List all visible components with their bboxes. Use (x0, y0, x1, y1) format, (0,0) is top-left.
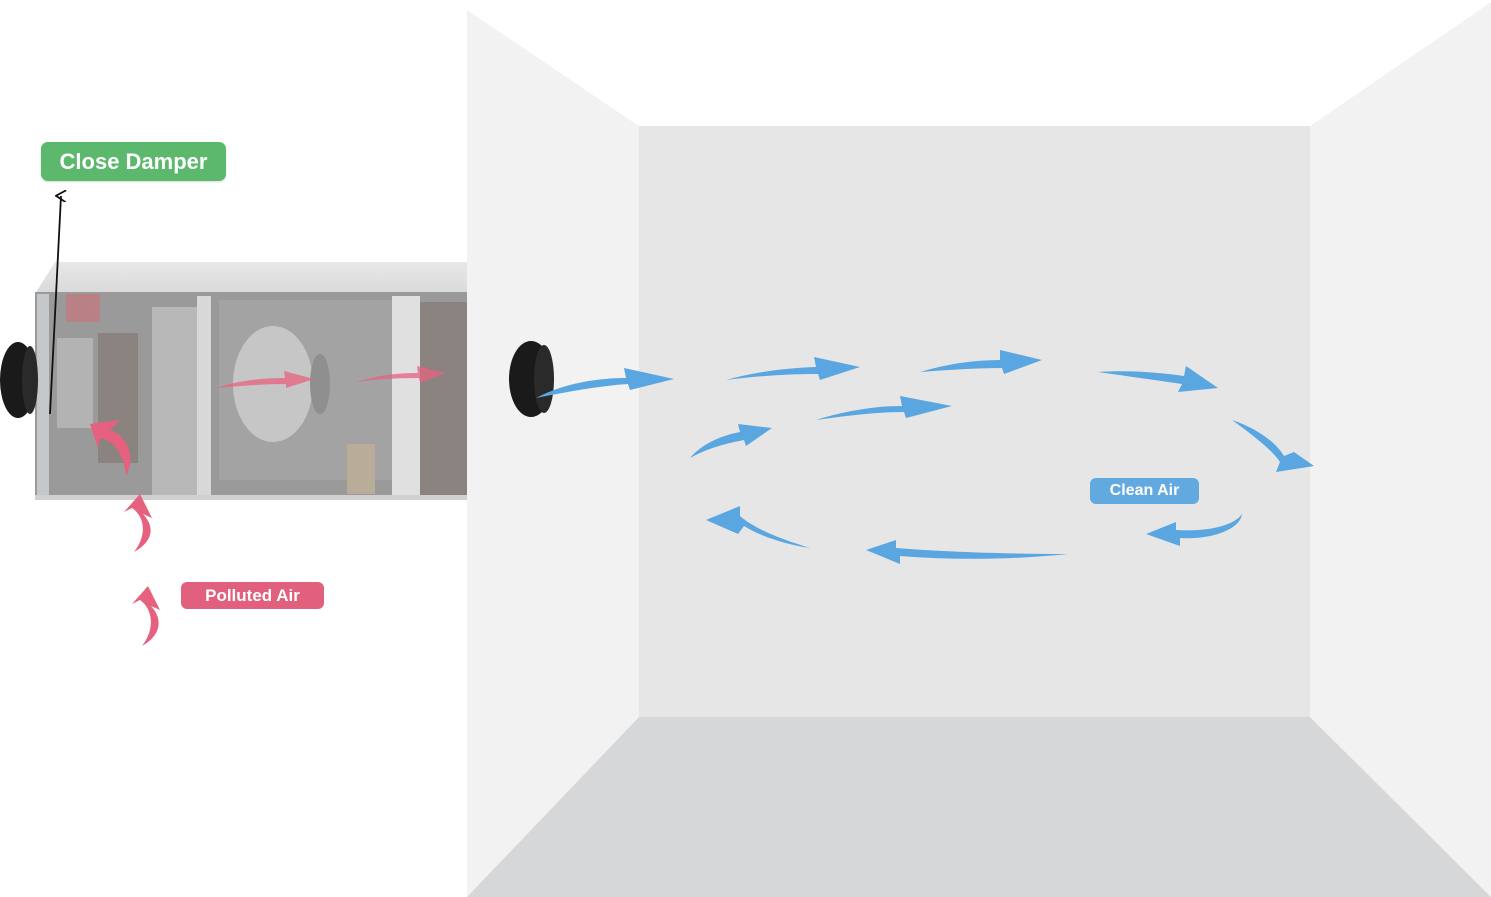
unit-top-face (35, 262, 467, 294)
room (467, 2, 1491, 897)
damper-actuator (66, 294, 100, 322)
clean-arrow-left-up (690, 424, 772, 458)
final-filter-frame (420, 302, 467, 496)
unit-front-panel (37, 294, 49, 497)
clean-arrow-outlet (536, 368, 674, 398)
unit-bottom-plate (35, 495, 467, 500)
inlet-duct-cap-rim (22, 346, 38, 414)
room-floor (467, 717, 1491, 897)
filter-stage-1-edge (197, 296, 211, 495)
damper-panel (57, 338, 93, 428)
close-damper-label: Close Damper (41, 142, 226, 181)
room-left-wall (467, 10, 639, 897)
final-filter (392, 296, 420, 496)
polluted-arrow-inlet-2 (124, 494, 152, 552)
room-right-wall (1310, 2, 1491, 897)
clean-arrow-bottom (866, 540, 1068, 564)
motor-base (347, 444, 375, 494)
polluted-air-arrows (90, 366, 446, 646)
clean-arrow-right-return (1146, 514, 1242, 546)
clean-air-label: Clean Air (1090, 478, 1199, 504)
room-ceiling (467, 2, 1491, 126)
clean-arrow-inner (816, 396, 952, 420)
clean-arrow-top-2 (920, 350, 1042, 374)
polluted-arrow-to-filter (356, 366, 446, 383)
clean-arrow-top-1 (726, 357, 860, 380)
fan-hub (310, 354, 330, 414)
clean-arrow-bottom-left (706, 506, 810, 548)
air-handling-unit (0, 262, 554, 500)
polluted-arrow-through-fan (216, 371, 314, 388)
close-damper-pointer-arrow (49, 196, 61, 415)
outlet-duct-cap-rim (534, 345, 554, 413)
polluted-air-label: Polluted Air (181, 582, 324, 609)
room-back-wall (639, 126, 1310, 717)
clean-arrow-top-right (1098, 366, 1218, 392)
filter-stage-1 (152, 307, 197, 495)
clean-arrow-right-corner (1232, 420, 1314, 472)
polluted-arrow-into-unit (90, 420, 131, 476)
polluted-arrow-inlet-1 (132, 586, 160, 646)
clean-air-arrows (536, 350, 1314, 564)
